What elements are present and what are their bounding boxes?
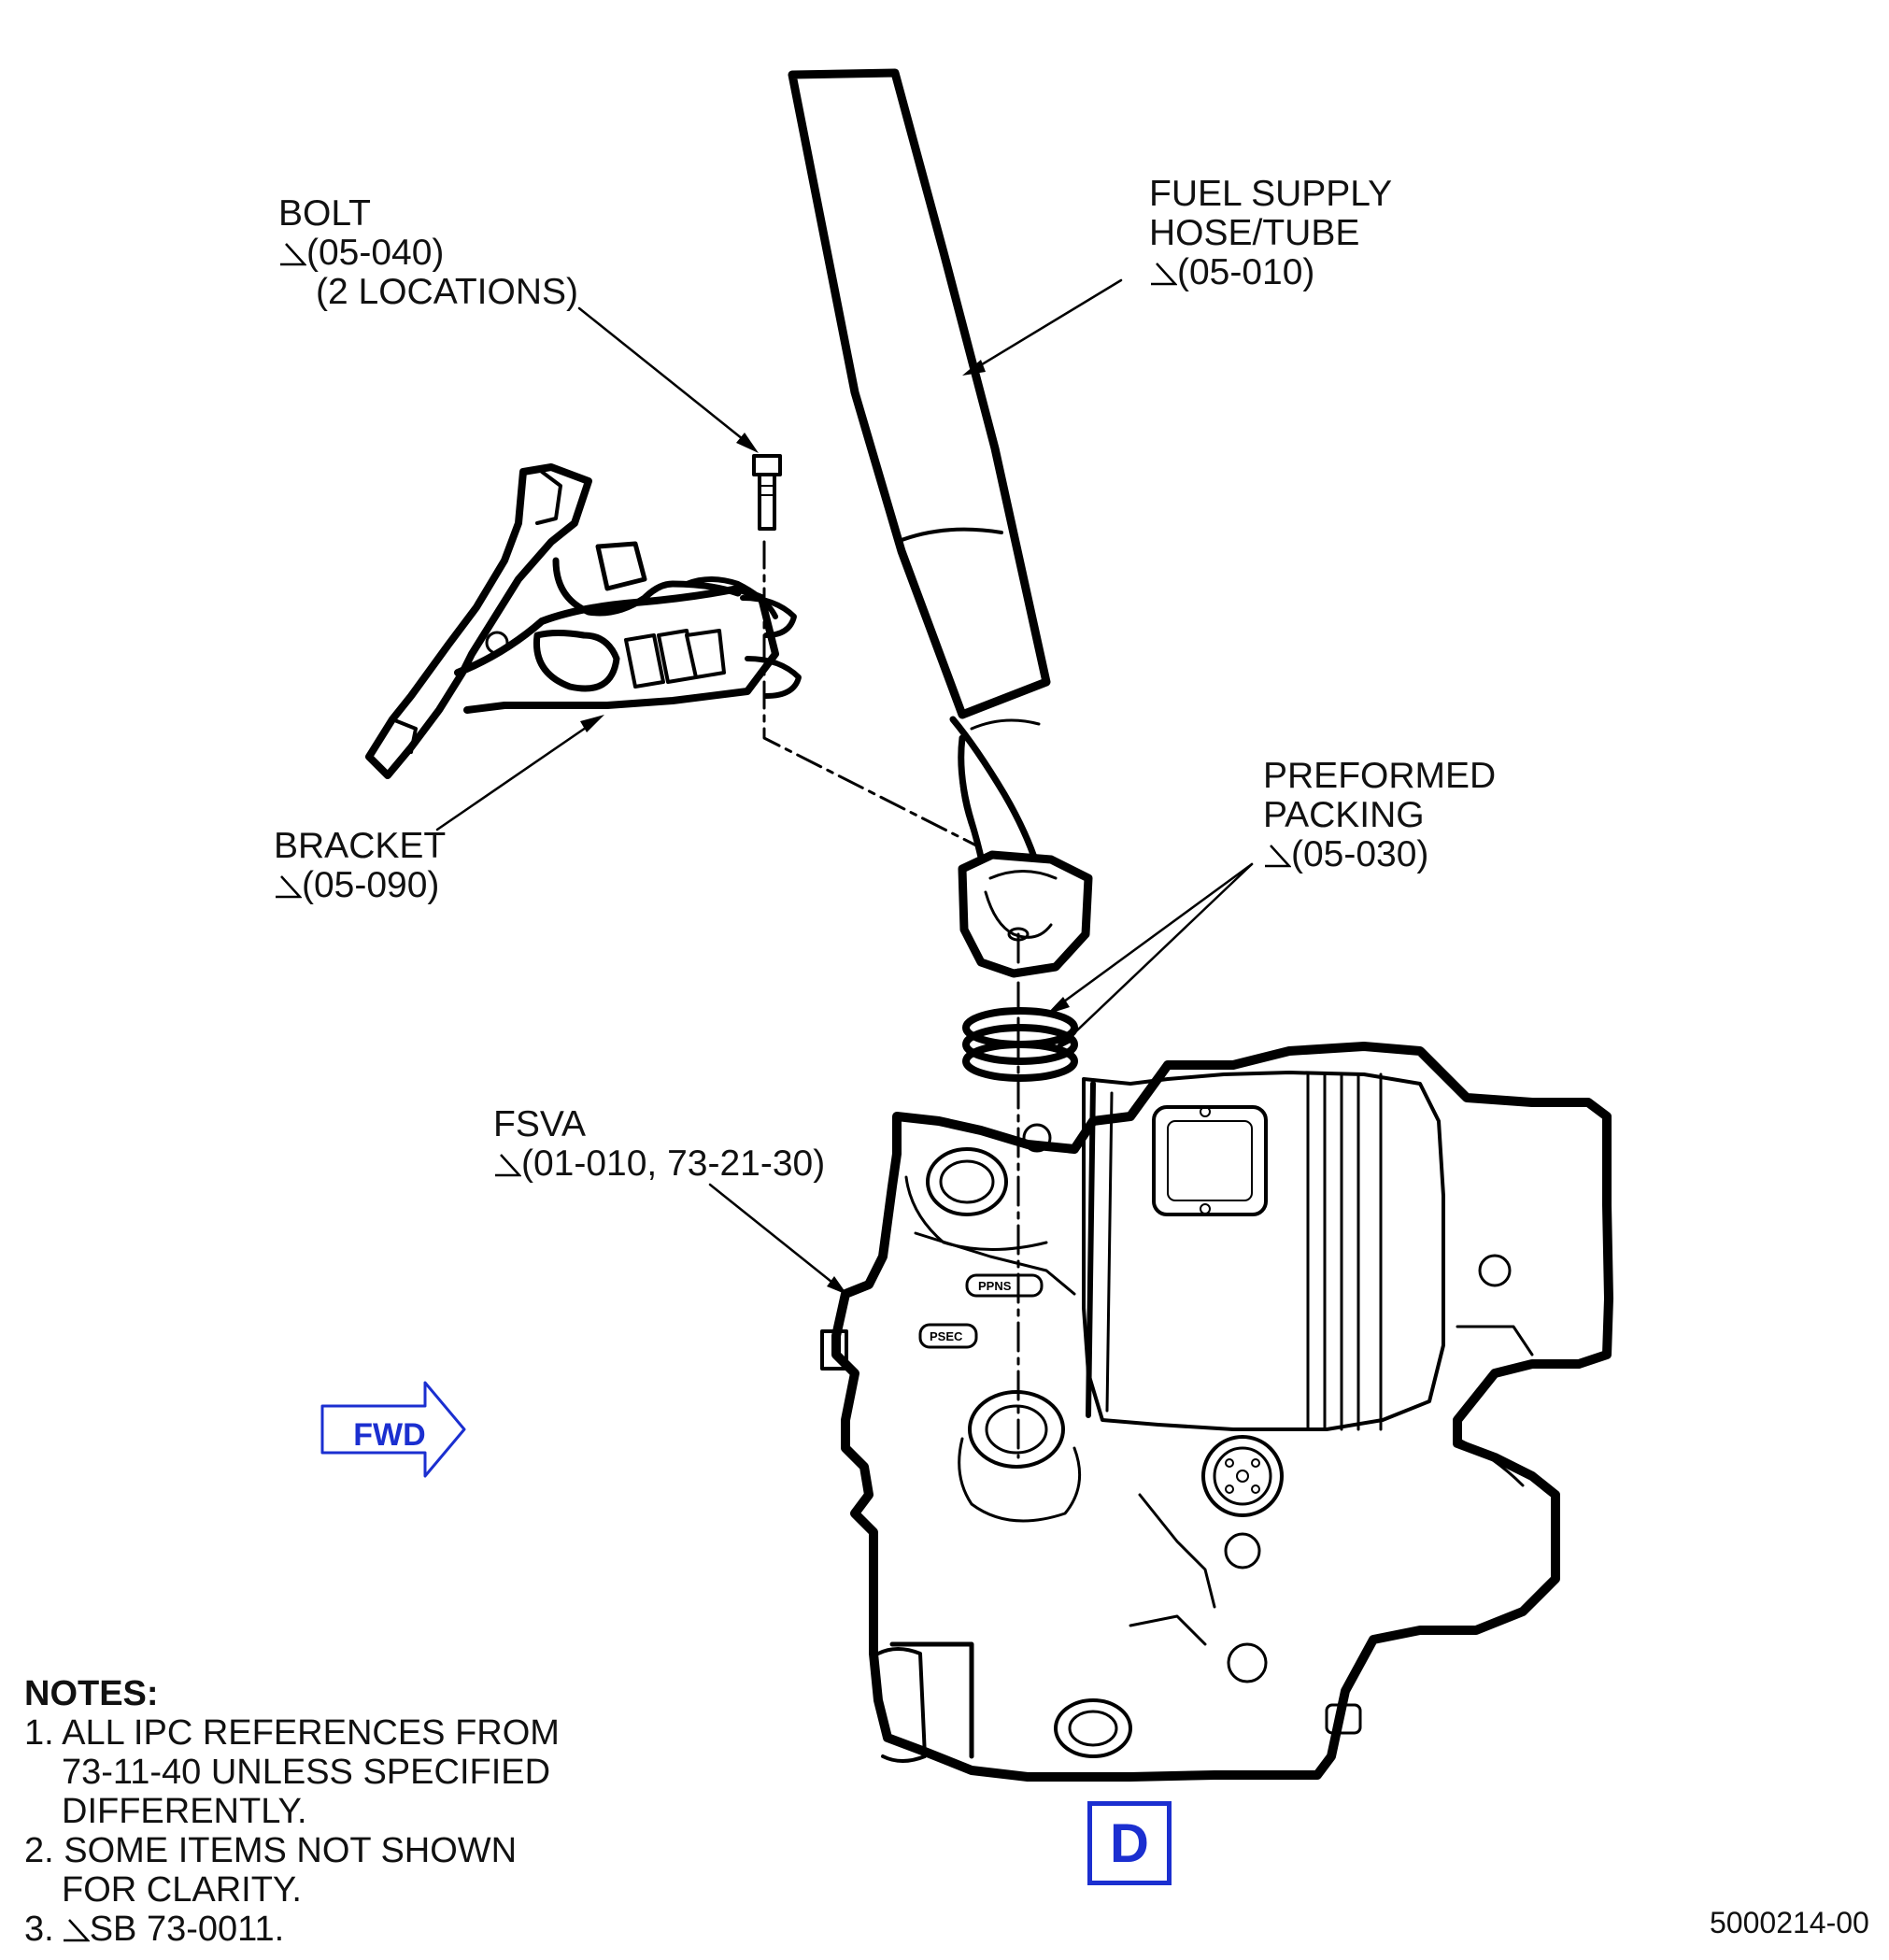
leader-arrowheads: [580, 360, 1074, 1295]
note-2-line-2: FOR CLARITY.: [62, 1870, 302, 1910]
stencil-psec: PSEC: [930, 1329, 963, 1343]
bolt-centerline: [762, 540, 978, 847]
fuel-supply-callout: FUEL SUPPLY HOSE/TUBE (05-010): [1149, 175, 1392, 292]
notes-heading: NOTES:: [24, 1674, 159, 1713]
sb-reference-icon: [1151, 263, 1177, 286]
preformed-packing: [962, 1007, 1078, 1082]
bolt: [752, 454, 782, 531]
leader-lines: [435, 278, 1254, 1291]
note-1-line-2: 73-11-40 UNLESS SPECIFIED: [62, 1753, 551, 1792]
packing-callout-line1: PREFORMED: [1263, 756, 1497, 796]
note-1-line-3: DIFFERENTLY.: [62, 1792, 307, 1831]
packing-callout-ref: (05-030): [1291, 834, 1429, 874]
sb-reference-icon: [280, 243, 306, 266]
sb-reference-icon: [276, 875, 302, 899]
note-2-line-1: 2. SOME ITEMS NOT SHOWN: [24, 1831, 518, 1870]
fsva-callout-ref: (01-010, 73-21-30): [521, 1143, 826, 1184]
note-3-ref: SB 73-0011.: [89, 1910, 285, 1949]
packing-callout-line2: PACKING: [1263, 795, 1425, 835]
packing-callout: PREFORMED PACKING (05-030): [1263, 757, 1496, 874]
sb-reference-icon: [63, 1919, 90, 1942]
bracket-callout: BRACKET (05-090): [274, 827, 446, 905]
bracket-callout-name: BRACKET: [274, 826, 447, 866]
fsva-callout-name: FSVA: [493, 1104, 586, 1144]
sb-reference-icon: [1265, 845, 1291, 868]
view-label-d: D: [1087, 1801, 1172, 1885]
note-1-line-1: 1. ALL IPC REFERENCES FROM: [24, 1713, 560, 1753]
bolt-callout-ref: (05-040): [306, 233, 445, 273]
figure-id: 5000214-00: [1710, 1906, 1869, 1939]
note-3: 3. SB 73-0011.: [24, 1910, 560, 1949]
fwd-arrow-icon: [320, 1381, 466, 1478]
bolt-callout-note: (2 LOCATIONS): [316, 272, 578, 312]
notes-block: NOTES: 1. ALL IPC REFERENCES FROM 73-11-…: [24, 1674, 560, 1949]
fuel-supply-callout-line2: HOSE/TUBE: [1149, 213, 1360, 253]
stencil-ppns: PPNS: [978, 1279, 1012, 1293]
note-3-number: 3.: [24, 1910, 54, 1949]
fsva-body: [820, 1042, 1613, 1782]
bracket: [365, 463, 802, 779]
fuel-supply-hose: [788, 68, 1093, 978]
sb-reference-icon: [495, 1154, 521, 1177]
bracket-callout-ref: (05-090): [302, 865, 440, 905]
bolt-callout: BOLT (05-040) (2 LOCATIONS): [278, 194, 578, 312]
fuel-supply-callout-line1: FUEL SUPPLY: [1149, 174, 1393, 214]
bolt-callout-name: BOLT: [278, 193, 371, 234]
fsva-callout: FSVA (01-010, 73-21-30): [493, 1105, 825, 1184]
fwd-label: FWD: [353, 1417, 426, 1453]
fuel-supply-callout-ref: (05-010): [1177, 252, 1315, 292]
